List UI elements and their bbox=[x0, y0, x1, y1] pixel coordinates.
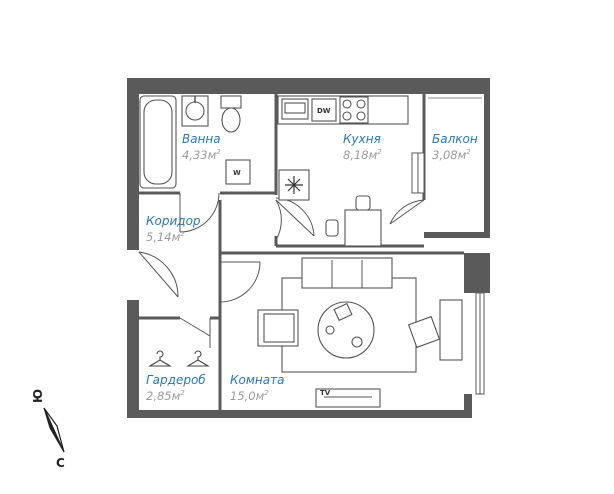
svg-text:Комната: Комната bbox=[230, 373, 284, 387]
desk bbox=[439, 299, 463, 361]
kitchen-table bbox=[325, 195, 382, 247]
washing-machine: W bbox=[225, 159, 251, 185]
bathtub bbox=[139, 95, 177, 189]
sofa bbox=[301, 257, 393, 289]
doors bbox=[138, 192, 425, 348]
tv-stand: TV bbox=[315, 388, 381, 408]
svg-text:TV: TV bbox=[320, 389, 331, 397]
toilet bbox=[220, 95, 242, 133]
svg-text:Балкон: Балкон bbox=[432, 132, 478, 146]
svg-text:DW: DW bbox=[317, 107, 331, 115]
svg-text:5,14м2: 5,14м2 bbox=[146, 230, 185, 244]
room-label-corridor: Коридор 5,14м2 bbox=[146, 214, 201, 244]
desk-chair bbox=[407, 315, 441, 349]
svg-text:Кухня: Кухня bbox=[343, 132, 381, 146]
armchair bbox=[257, 309, 299, 347]
svg-text:Ю: Ю bbox=[31, 389, 45, 403]
windows bbox=[130, 152, 485, 395]
room-label-kitchen: Кухня 8,18м2 bbox=[343, 132, 382, 162]
svg-text:4,33м2: 4,33м2 bbox=[182, 148, 221, 162]
svg-text:С: С bbox=[56, 456, 65, 470]
svg-text:Гардероб: Гардероб bbox=[146, 373, 206, 387]
svg-text:Ванна: Ванна bbox=[182, 132, 221, 146]
svg-text:2,85м2: 2,85м2 bbox=[146, 389, 185, 403]
fridge bbox=[278, 169, 310, 201]
compass: Ю С bbox=[31, 389, 65, 470]
coffee-table bbox=[317, 301, 375, 359]
room-label-bathroom: Ванна 4,33м2 bbox=[182, 132, 221, 162]
hanger-icon bbox=[148, 350, 210, 367]
svg-text:15,0м2: 15,0м2 bbox=[230, 389, 269, 403]
svg-text:W: W bbox=[233, 169, 241, 177]
sink bbox=[181, 95, 209, 127]
svg-text:Коридор: Коридор bbox=[146, 214, 201, 228]
room-label-wardrobe: Гардероб 2,85м2 bbox=[146, 373, 206, 403]
svg-text:8,18м2: 8,18м2 bbox=[343, 148, 382, 162]
room-label-room: Комната 15,0м2 bbox=[230, 373, 284, 403]
room-label-balcony: Балкон 3,08м2 bbox=[432, 132, 478, 162]
svg-text:3,08м2: 3,08м2 bbox=[432, 148, 471, 162]
kitchen-counter: DW bbox=[277, 95, 409, 125]
outer-walls bbox=[127, 78, 490, 418]
